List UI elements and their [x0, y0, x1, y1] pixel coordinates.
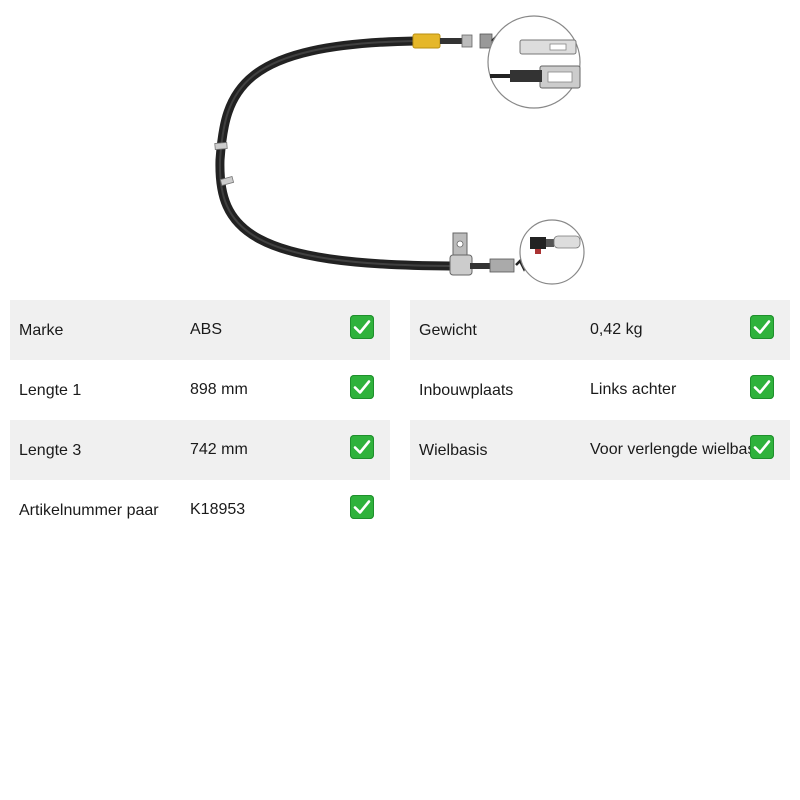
spec-row-artikelnummer-paar: Artikelnummer paar K18953 [10, 480, 390, 540]
spec-row-marke: Marke ABS [10, 300, 390, 360]
spec-row-lengte-1: Lengte 1 898 mm [10, 360, 390, 420]
check-mark-icon [350, 375, 374, 399]
spec-value: 0,42 kg [590, 321, 643, 338]
spec-value: Links achter [590, 381, 677, 398]
check-mark-icon [350, 495, 374, 519]
handbrake-cable-image [214, 15, 585, 285]
spec-label: Wielbasis [419, 442, 488, 459]
check-mark-icon [750, 435, 774, 459]
spec-row-gewicht: Gewicht 0,42 kg [410, 300, 790, 360]
check-mark-icon [750, 375, 774, 399]
spec-row-lengte-3: Lengte 3 742 mm [10, 420, 390, 480]
spec-label: Lengte 3 [19, 442, 82, 459]
spec-label: Lengte 1 [19, 382, 82, 399]
spec-label: Inbouwplaats [419, 382, 514, 399]
spec-value: 898 mm [190, 381, 248, 398]
spec-label: Marke [19, 322, 64, 339]
spec-label: Gewicht [419, 322, 477, 339]
spec-row-inbouwplaats: Inbouwplaats Links achter [410, 360, 790, 420]
spec-value: K18953 [190, 501, 246, 518]
check-mark-icon [350, 315, 374, 339]
check-mark-icon [350, 435, 374, 459]
check-mark-icon [750, 315, 774, 339]
spec-table-right: Gewicht 0,42 kg Inbouwplaats Links achte… [410, 300, 790, 480]
spec-value: ABS [190, 321, 223, 338]
spec-value: 742 mm [190, 441, 248, 458]
spec-label: Artikelnummer paar [19, 502, 159, 519]
spec-table-left: Marke ABS Lengte 1 898 mm Lengte 3 742 m… [10, 300, 390, 540]
spec-row-wielbasis: Wielbasis Voor verlengde wielbasis [410, 420, 790, 480]
spec-value: Voor verlengde wielbasis [590, 441, 767, 458]
